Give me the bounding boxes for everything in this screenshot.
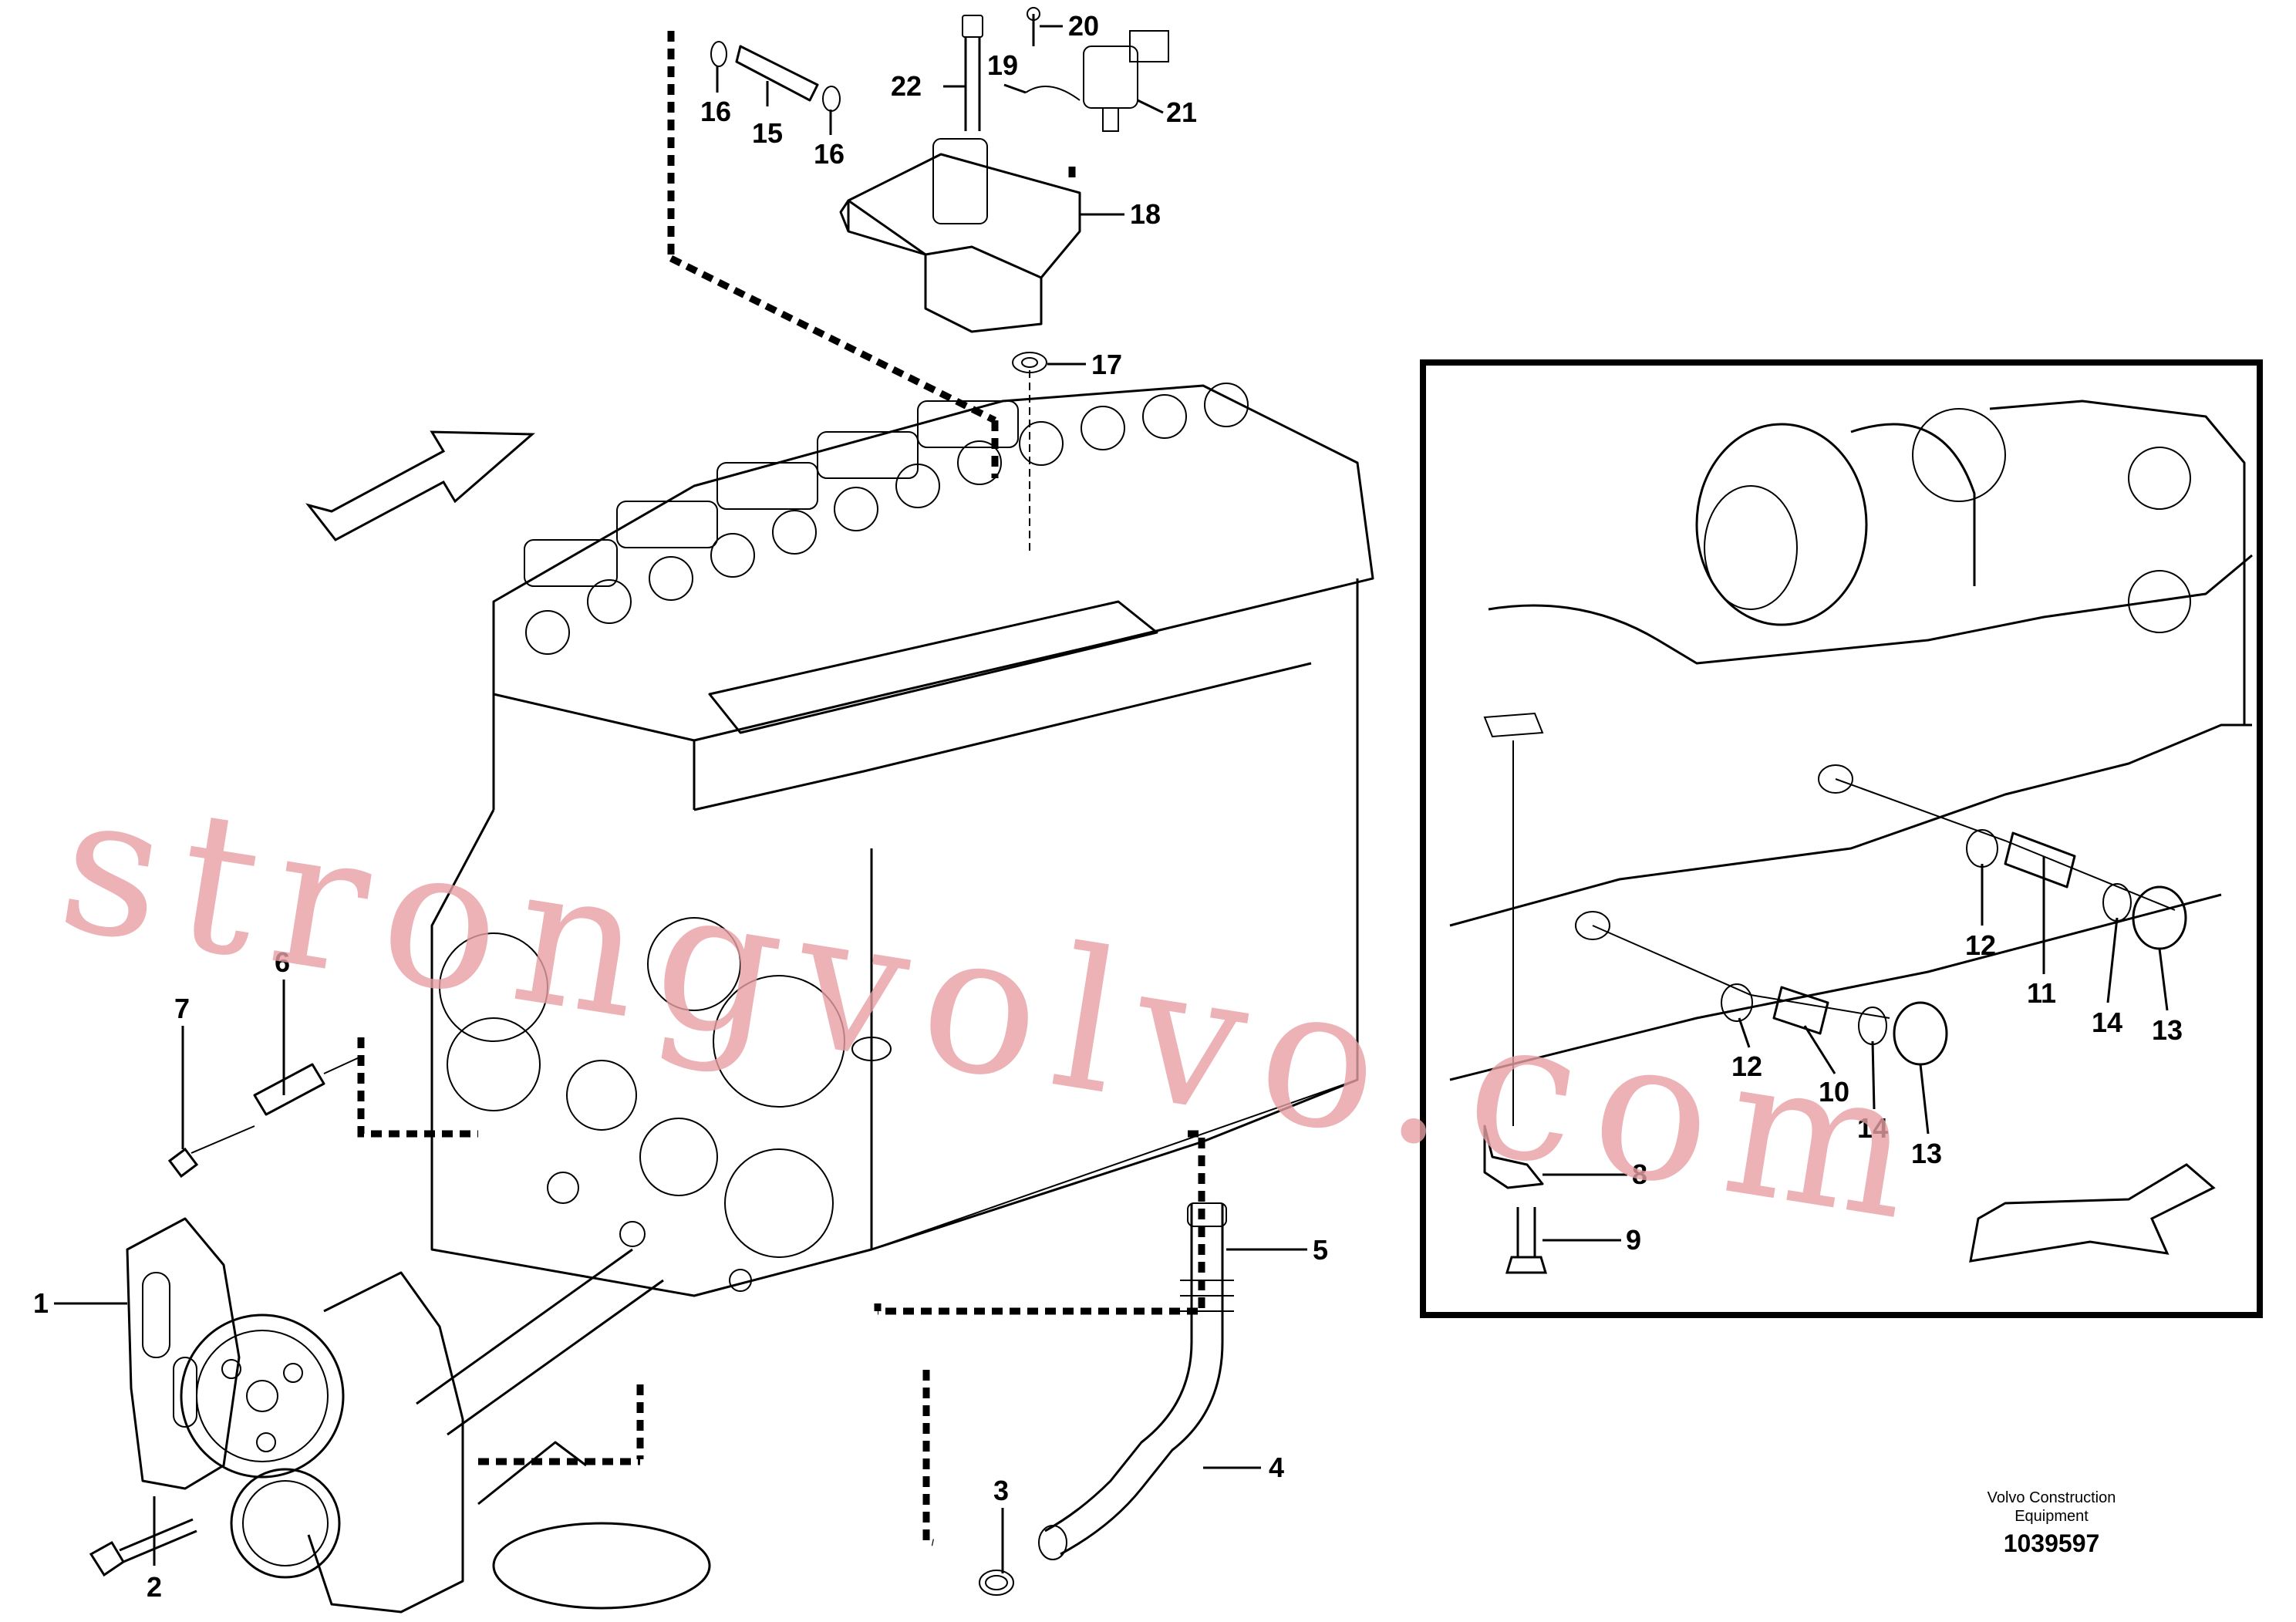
part-label-15[interactable]: 15 — [752, 117, 783, 149]
drawing-number: 1039597 — [2004, 1529, 2100, 1557]
part-label-7[interactable]: 7 — [174, 993, 190, 1024]
part-label-12a[interactable]: 12 — [1731, 1050, 1762, 1082]
part-label-2[interactable]: 2 — [147, 1571, 162, 1603]
part-label-22[interactable]: 22 — [891, 70, 922, 102]
oil-pump-drawing — [89, 1217, 711, 1614]
part-label-10[interactable]: 10 — [1819, 1076, 1849, 1108]
part-label-12b[interactable]: 12 — [1965, 929, 1996, 961]
part-label-17[interactable]: 17 — [1091, 349, 1122, 380]
part-label-8[interactable]: 8 — [1632, 1158, 1647, 1190]
part-label-4[interactable]: 4 — [1269, 1452, 1284, 1483]
part-label-6[interactable]: 6 — [275, 946, 290, 978]
part-label-20[interactable]: 20 — [1068, 10, 1099, 42]
brand-line-1: Volvo Construction — [1988, 1489, 2116, 1506]
part-label-1[interactable]: 1 — [33, 1287, 49, 1319]
part-label-18[interactable]: 18 — [1130, 198, 1161, 230]
engine-block-drawing — [430, 383, 1374, 1297]
part-label-11[interactable]: 11 — [2027, 977, 2056, 1009]
plug-drawing — [167, 1056, 362, 1179]
part-label-5[interactable]: 5 — [1313, 1234, 1328, 1266]
brand-line-2: Equipment — [2014, 1508, 2089, 1525]
part-label-13a[interactable]: 13 — [1911, 1138, 1942, 1169]
detail-inset-drawing — [1449, 400, 2253, 1274]
direction-arrow — [305, 430, 535, 541]
part-label-16b[interactable]: 16 — [814, 138, 845, 170]
part-labels: 1 2 3 4 5 6 7 8 9 10 11 12 12 13 13 14 1… — [33, 10, 2183, 1603]
part-label-13b[interactable]: 13 — [2152, 1014, 2183, 1046]
part-label-19[interactable]: 19 — [987, 49, 1018, 81]
part-label-14a[interactable]: 14 — [1857, 1112, 1888, 1144]
part-label-3[interactable]: 3 — [993, 1475, 1009, 1506]
valve-assembly-drawing — [667, 7, 1169, 555]
leader-lines — [54, 25, 2169, 1573]
detail-inset-frame — [1420, 359, 2263, 1318]
part-label-9[interactable]: 9 — [1626, 1224, 1641, 1256]
suction-pipe-drawing — [979, 1202, 1234, 1596]
part-label-21[interactable]: 21 — [1166, 96, 1197, 128]
watermark-text: strongvolvo.com — [47, 749, 1945, 1266]
part-label-16a[interactable]: 16 — [700, 96, 731, 127]
part-label-14b[interactable]: 14 — [2092, 1007, 2122, 1038]
